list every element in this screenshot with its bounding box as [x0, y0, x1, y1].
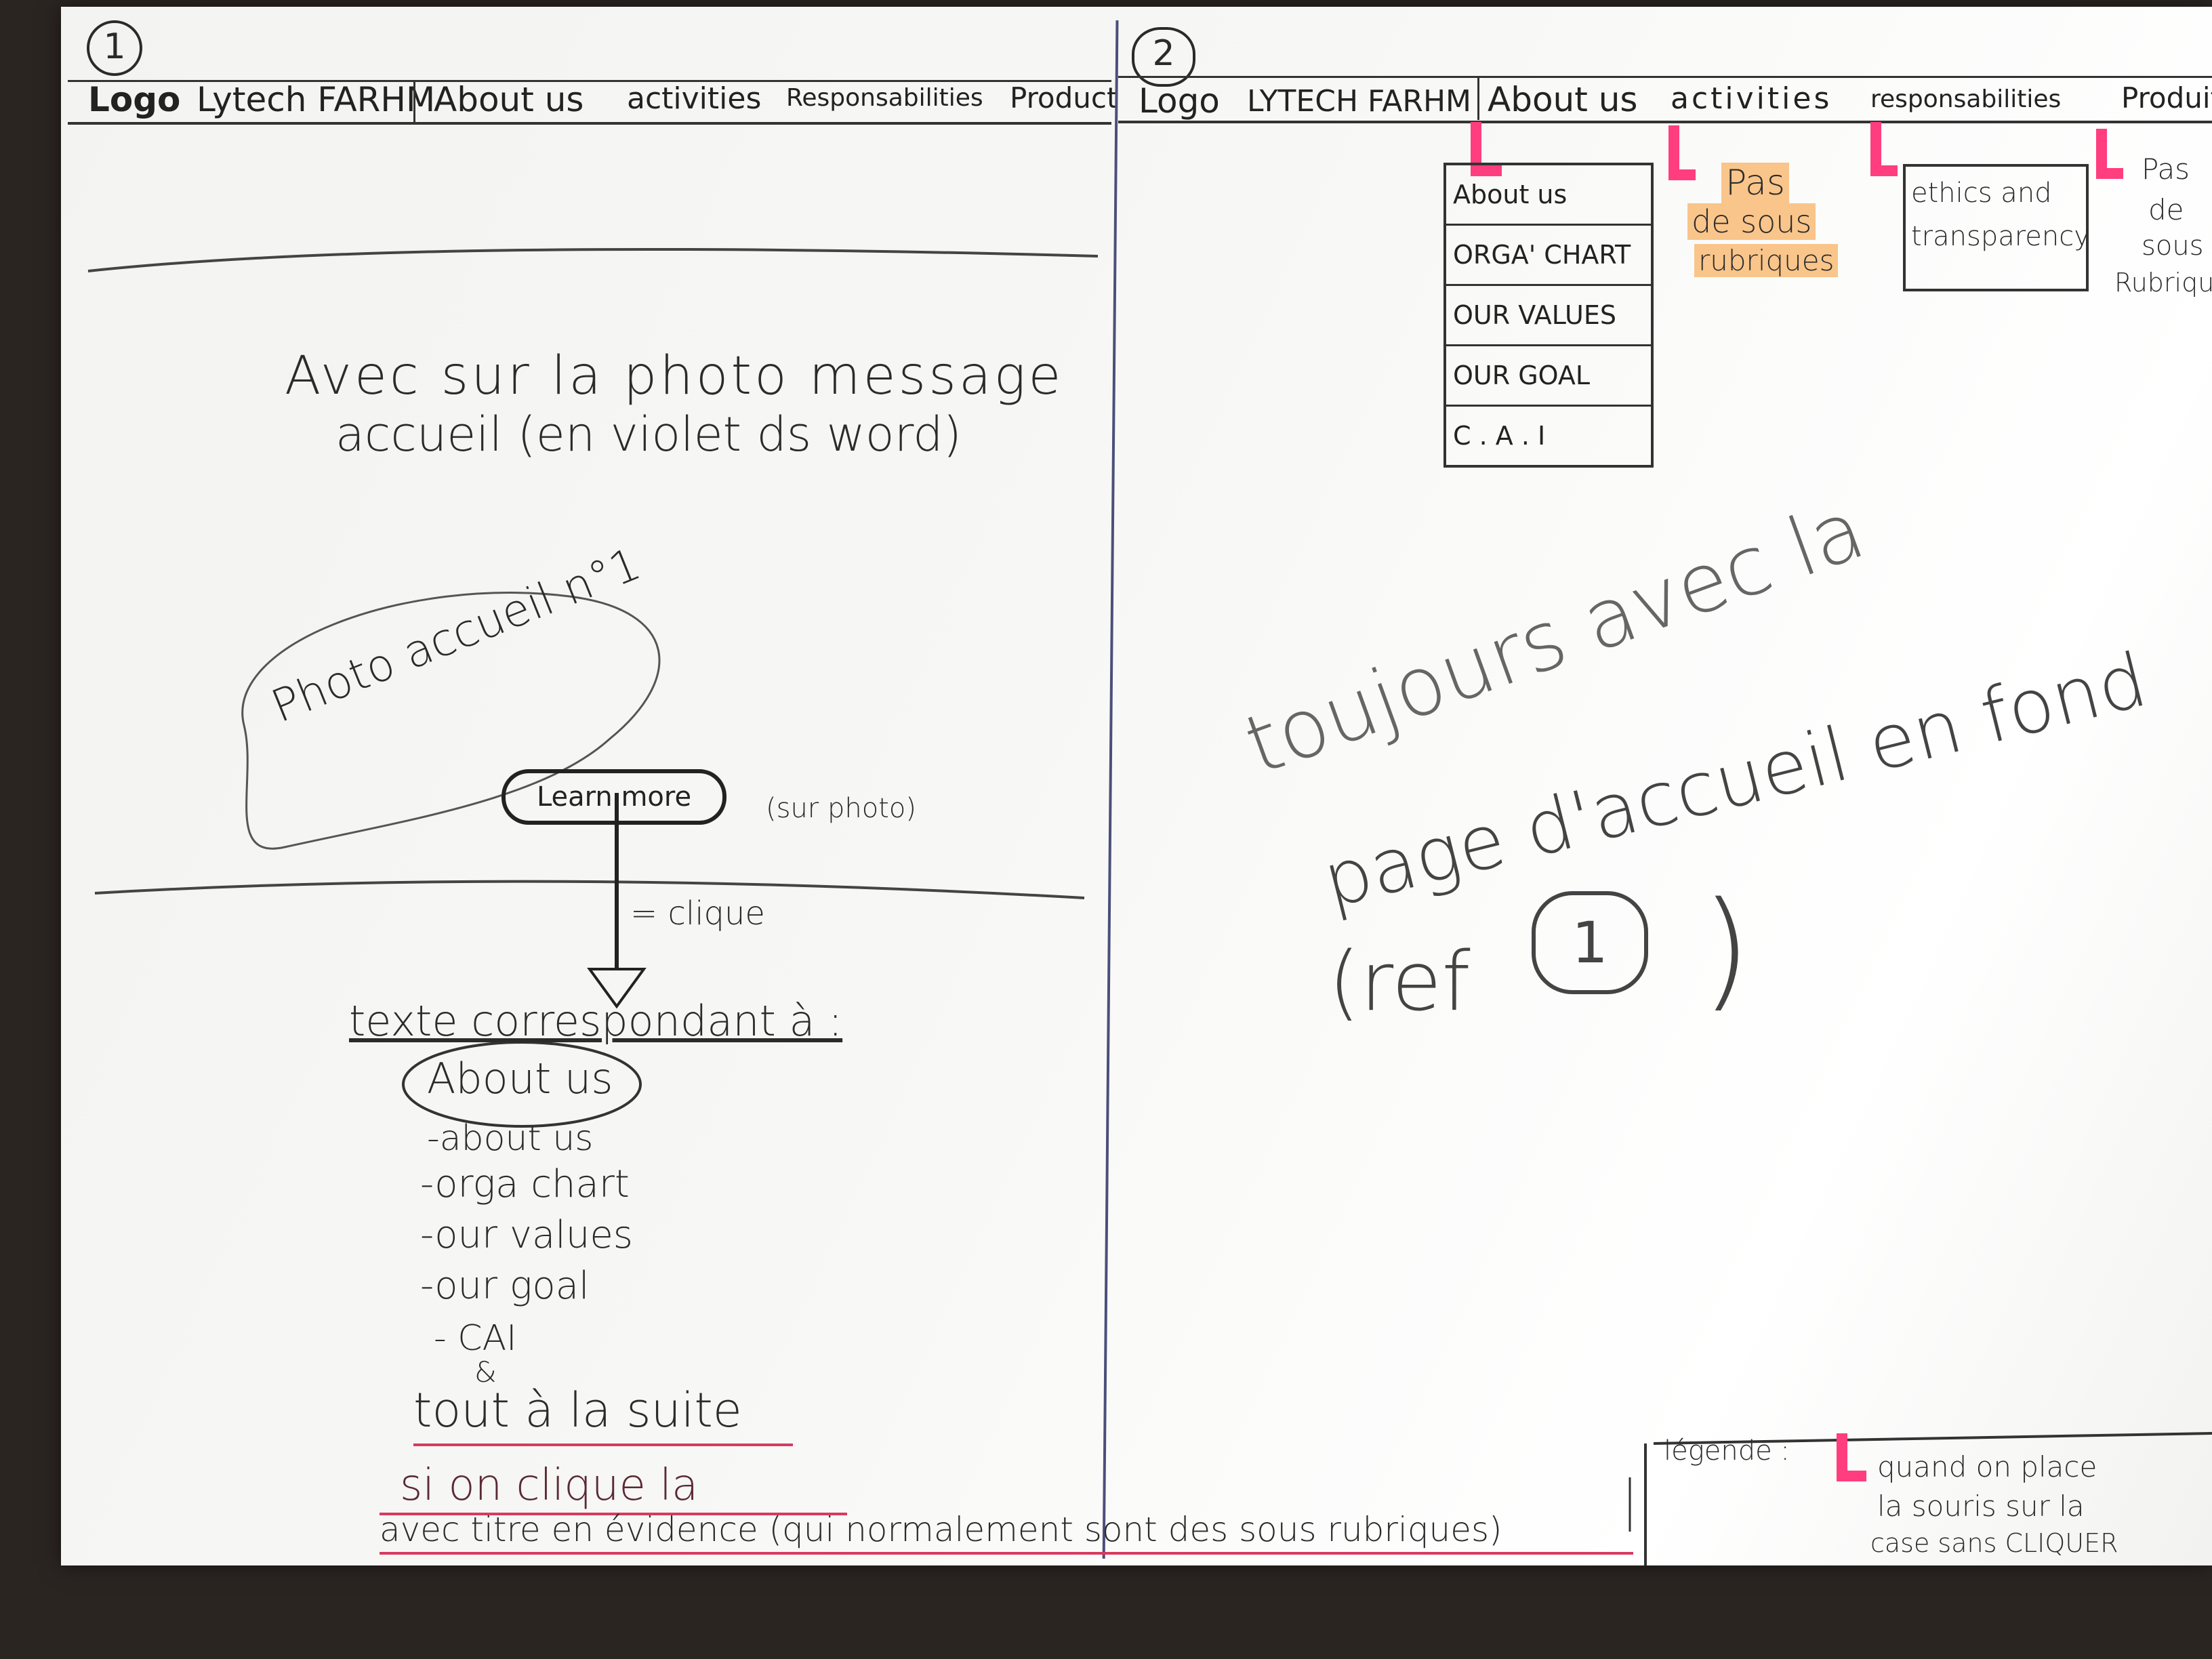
no-sub-right-line2: de	[2148, 193, 2184, 226]
no-sub-line1: Pas	[1721, 163, 1789, 203]
menu-item-about[interactable]: About us	[1446, 165, 1651, 226]
subitem-values: -our values	[420, 1213, 633, 1257]
ref-number-badge: 1	[1532, 891, 1648, 994]
hover-marker-resp	[1870, 122, 1881, 176]
no-sub-line2: de sous	[1687, 203, 1816, 240]
learn-more-note: (sur photo)	[766, 793, 916, 824]
menu-item-ethics-line1[interactable]: ethics and	[1911, 178, 2052, 209]
click-arrow-head	[587, 968, 647, 1009]
legend-text-line2: la souris sur la	[1877, 1490, 2085, 1523]
legend-top-line	[1653, 1432, 2212, 1445]
menu-item-cai[interactable]: C . A . I	[1453, 421, 1546, 451]
legend-marker-foot	[1837, 1471, 1866, 1481]
photo-message-line2: accueil (en violet ds word)	[335, 407, 962, 462]
legend-label: légende :	[1664, 1435, 1790, 1467]
menu-item-our-goal[interactable]: OUR GOAL	[1446, 346, 1651, 407]
subitem-orga: -orga chart	[420, 1162, 630, 1206]
hover-marker-activities-foot	[1668, 169, 1696, 180]
click-label: = clique	[630, 895, 765, 933]
resp-dropdown-menu: ethics and transparency	[1903, 164, 2090, 291]
nav1-responsabilities[interactable]: Responsabilities	[786, 84, 983, 112]
hover-marker-product	[2096, 129, 2107, 178]
nav1-sep	[413, 80, 415, 122]
nav2-logo[interactable]: Logo	[1139, 81, 1220, 121]
ref-close: )	[1701, 874, 1752, 1024]
footer-line2: avec titre en évidence (qui normalement …	[380, 1510, 1502, 1549]
no-sub-line3: rubriques	[1694, 244, 1839, 277]
hover-marker-product-foot	[2096, 168, 2123, 179]
about-bubble-label: About us	[427, 1054, 613, 1103]
nav2-top-line	[1118, 76, 2212, 78]
nav2-company[interactable]: LYTECH FARHM	[1247, 84, 1472, 119]
texte-heading: texte correspondant à :	[349, 996, 843, 1046]
footer-underline1	[380, 1513, 847, 1515]
nav1-company[interactable]: Lytech FARHM	[197, 80, 436, 119]
no-sub-right-line4: Rubriques	[2114, 268, 2212, 298]
nav2-activities[interactable]: activities	[1671, 81, 1832, 116]
tout-underline	[413, 1443, 793, 1446]
footer-underline2	[380, 1552, 1633, 1555]
nav1-logo[interactable]: Logo	[88, 80, 181, 119]
legend-text-line1: quand on place	[1877, 1450, 2097, 1483]
nav2-responsabilities[interactable]: responsabilities	[1870, 85, 2062, 113]
about-bubble-outline	[402, 1041, 642, 1128]
subitem-cai: - CAI	[434, 1318, 517, 1359]
ref-label: (ref	[1328, 935, 1471, 1029]
legend-marker	[1837, 1433, 1847, 1481]
nav2-sep	[1477, 78, 1479, 120]
no-sub-right-line3: sous	[2142, 230, 2204, 262]
panel-2-number: 2	[1132, 27, 1195, 87]
hover-marker-activities	[1668, 125, 1679, 180]
panel-divider	[1102, 20, 1119, 1559]
photo-message-line1: Avec sur la photo message	[285, 346, 1064, 407]
photo-placeholder-blob	[241, 592, 661, 850]
legend-text-line3: case sans CLIQUER	[1870, 1528, 2118, 1558]
menu-item-our-values[interactable]: OUR VALUES	[1446, 286, 1651, 346]
nav2-product[interactable]: Produits	[2121, 81, 2212, 115]
nav1-bottom-line	[68, 122, 1111, 125]
subitem-about: -about us	[427, 1118, 594, 1159]
hover-marker-about-foot	[1471, 165, 1502, 176]
footer-line1: si on clique la	[400, 1460, 699, 1511]
nav1-product[interactable]: Product	[1010, 81, 1118, 115]
tout-a-la-suite: tout à la suite	[413, 1382, 742, 1438]
menu-item-orga-chart[interactable]: ORGA' CHART	[1446, 226, 1651, 286]
nav1-activities[interactable]: activities	[627, 81, 762, 116]
hero-bottom-line	[94, 880, 1085, 899]
hover-marker-resp-foot	[1870, 165, 1898, 176]
about-dropdown-menu: About us ORGA' CHART OUR VALUES OUR GOAL…	[1443, 163, 1654, 468]
and-mark: &	[474, 1355, 497, 1389]
nav1-top-line	[68, 80, 1111, 82]
no-sub-right-line1: Pas	[2142, 152, 2190, 186]
hero-top-line	[87, 247, 1099, 272]
nav2-bottom-line	[1118, 121, 2212, 123]
nav2-about[interactable]: About us	[1488, 80, 1638, 119]
learn-more-button[interactable]: Learn more	[501, 769, 726, 825]
nav1-about[interactable]: About us	[434, 80, 584, 119]
menu-item-ethics-line2[interactable]: transparency	[1911, 221, 2090, 252]
paper-sheet	[61, 7, 2212, 1565]
panel-1-number: 1	[87, 20, 142, 76]
subitem-goal: -our goal	[420, 1264, 590, 1308]
